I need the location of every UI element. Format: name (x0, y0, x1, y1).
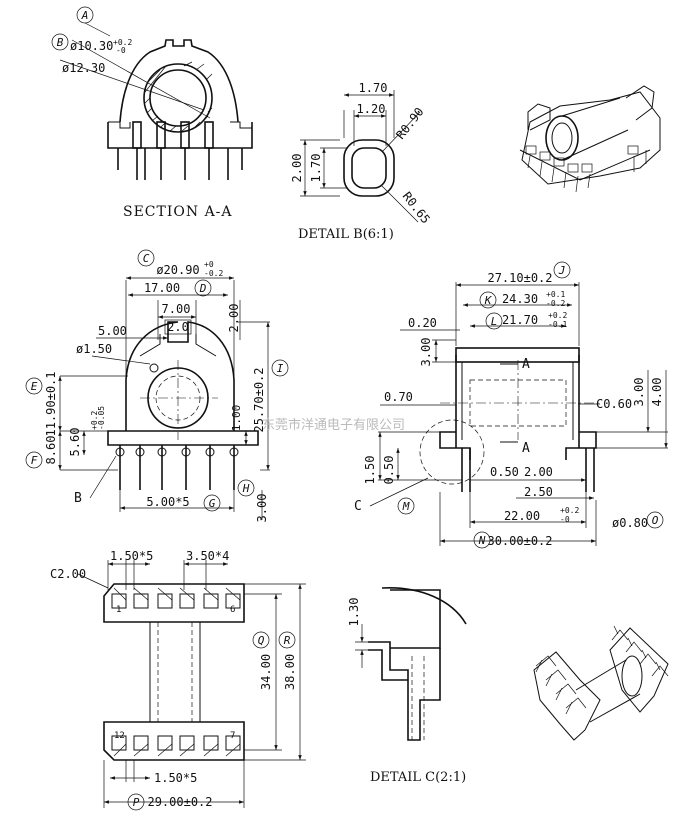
dim-b-170v: 1.70 (309, 154, 323, 183)
dim-s-200w: 2.00 (524, 465, 553, 479)
dim-bt-3400: 34.00 (259, 654, 273, 690)
side-view: A A 27.10±0.2 J 24.30 +0.1 -0.2 K 21.70 … (354, 261, 668, 549)
dim-b-200: 2.00 (290, 154, 304, 183)
dim-c-130: 1.30 (347, 598, 361, 627)
dim-s-k-tol-up: +0.1 (546, 290, 565, 299)
dim-bt-350: 3.50*4 (186, 549, 229, 563)
dim-bt-150b: 1.50*5 (154, 771, 197, 785)
dim-d1030: ø10.30 (70, 39, 113, 53)
balloon-j: J (558, 264, 566, 277)
balloon-e: E (31, 380, 38, 393)
detail-b: 1.70 1.20 R0.90 R0.65 2.00 1.70 DETAIL B… (290, 81, 433, 242)
dim-s-m-tol-dn: -0 (560, 515, 570, 524)
dim-s-c060: C0.60 (596, 397, 632, 411)
dim-s-250w: 2.50 (524, 485, 553, 499)
dim-f-e: 11.90±0.1 (44, 371, 58, 436)
balloon-c: C (143, 252, 150, 265)
iso-view-top (519, 85, 661, 193)
dim-f-860: 8.60 (44, 436, 58, 465)
dim-s-050: 0.50 (382, 456, 396, 485)
label-b: B (74, 491, 82, 506)
balloon-b: B (57, 36, 64, 49)
dim-s-j: 27.10±0.2 (487, 271, 552, 285)
pin-6: 6 (230, 605, 235, 615)
label-c: C (354, 499, 362, 514)
front-view: ø20.90 +0 -0.2 C 17.00 D 7.00 2.0 5.00 2… (25, 249, 289, 523)
dim-bt-p: 29.00±0.2 (147, 795, 212, 809)
dim-s-m-tol-up: +0.2 (560, 506, 579, 515)
dim-b-170: 1.70 (359, 81, 388, 95)
dim-f-100: 1.00 (230, 405, 243, 432)
dim-s-k: 24.30 (502, 292, 538, 306)
dim-f-1700: 17.00 (144, 281, 180, 295)
balloon-l: L (491, 315, 498, 328)
balloon-n: N (478, 534, 486, 547)
dim-b-r090: R0.90 (393, 105, 426, 142)
dim-f-d2090: ø20.90 (156, 263, 199, 277)
dim-bt-3800: 38.00 (283, 654, 297, 690)
dim-f-700: 7.00 (162, 302, 191, 316)
balloon-q: Q (258, 634, 265, 647)
dim-s-l-tol-up: +0.2 (548, 311, 567, 320)
dim-d1230: ø12.30 (62, 61, 105, 75)
dim-s-020: 0.20 (408, 316, 437, 330)
dim-f-500: 5.00 (98, 324, 127, 338)
dim-f-d2090-tol-up: +0 (204, 260, 214, 269)
dim-b-120: 1.20 (357, 102, 386, 116)
dim-s-n: 30.00±0.2 (487, 534, 552, 548)
dim-f-hole: ø1.50 (76, 342, 112, 356)
dim-d1030-tol-up: +0.2 (113, 38, 132, 47)
section-a-top: A (522, 357, 530, 372)
balloon-f: F (31, 454, 38, 467)
bottom-view: 1 6 12 7 1.50*5 3.50*4 C2.00 34.00 38.00… (50, 549, 306, 811)
iso-view-bottom (533, 625, 669, 741)
dim-f-560-tol-up: +0.2 (90, 411, 99, 430)
dim-s-l: 21.70 (502, 313, 538, 327)
dim-s-pin: ø0.80 (612, 516, 648, 530)
section-a-bot: A (522, 441, 530, 456)
dim-s-400: 4.00 (650, 378, 664, 407)
dim-s-300b: 3.00 (632, 378, 646, 407)
watermark: 东莞市洋通电子有限公司 (262, 417, 405, 433)
dim-f-20: 2.0 (167, 320, 189, 334)
balloon-g: G (209, 497, 216, 510)
dim-f-i: 25.70±0.2 (252, 367, 266, 432)
dim-f-560: 5.60 (68, 428, 82, 457)
pin-1: 1 (116, 605, 121, 615)
dim-s-l-tol-dn: -0.1 (548, 320, 567, 329)
dim-f-200: 2.00 (227, 304, 241, 333)
pin-12: 12 (114, 731, 125, 741)
dim-s-150: 1.50 (363, 456, 377, 485)
balloon-a: A (81, 9, 89, 22)
detail-b-title: DETAIL B(6:1) (298, 227, 394, 242)
dim-s-070: 0.70 (384, 390, 413, 404)
balloon-h: H (242, 482, 250, 495)
balloon-m: M (402, 500, 410, 513)
balloon-d: D (199, 282, 207, 295)
dim-bt-150a: 1.50*5 (110, 549, 153, 563)
dim-bt-c200: C2.00 (50, 567, 86, 581)
dim-s-k-tol-dn: -0.2 (546, 299, 565, 308)
balloon-p: P (133, 796, 140, 809)
dim-f-d2090-tol-dn: -0.2 (204, 269, 223, 278)
section-a-a-title: SECTION A-A (123, 204, 233, 220)
detail-c: 1.30 DETAIL C(2:1) (347, 587, 467, 785)
balloon-k: K (484, 294, 493, 307)
balloon-i: I (277, 362, 284, 375)
dim-s-m: 22.00 (504, 509, 540, 523)
section-a-a: A B ø10.30 +0.2 -0 ø12.30 SECTION A-A (51, 6, 253, 220)
dim-f-pitch: 5.00*5 (146, 495, 189, 509)
dim-s-050w: 0.50 (490, 465, 519, 479)
balloon-r: R (284, 634, 291, 647)
dim-f-560-tol-dn: -0.05 (97, 406, 106, 430)
pin-7: 7 (230, 731, 235, 741)
dim-d1030-tol-dn: -0 (116, 46, 126, 55)
dim-f-300: 3.00 (255, 494, 269, 523)
balloon-o: O (652, 514, 659, 527)
detail-c-title: DETAIL C(2:1) (370, 770, 466, 785)
dim-s-300: 3.00 (419, 338, 433, 367)
